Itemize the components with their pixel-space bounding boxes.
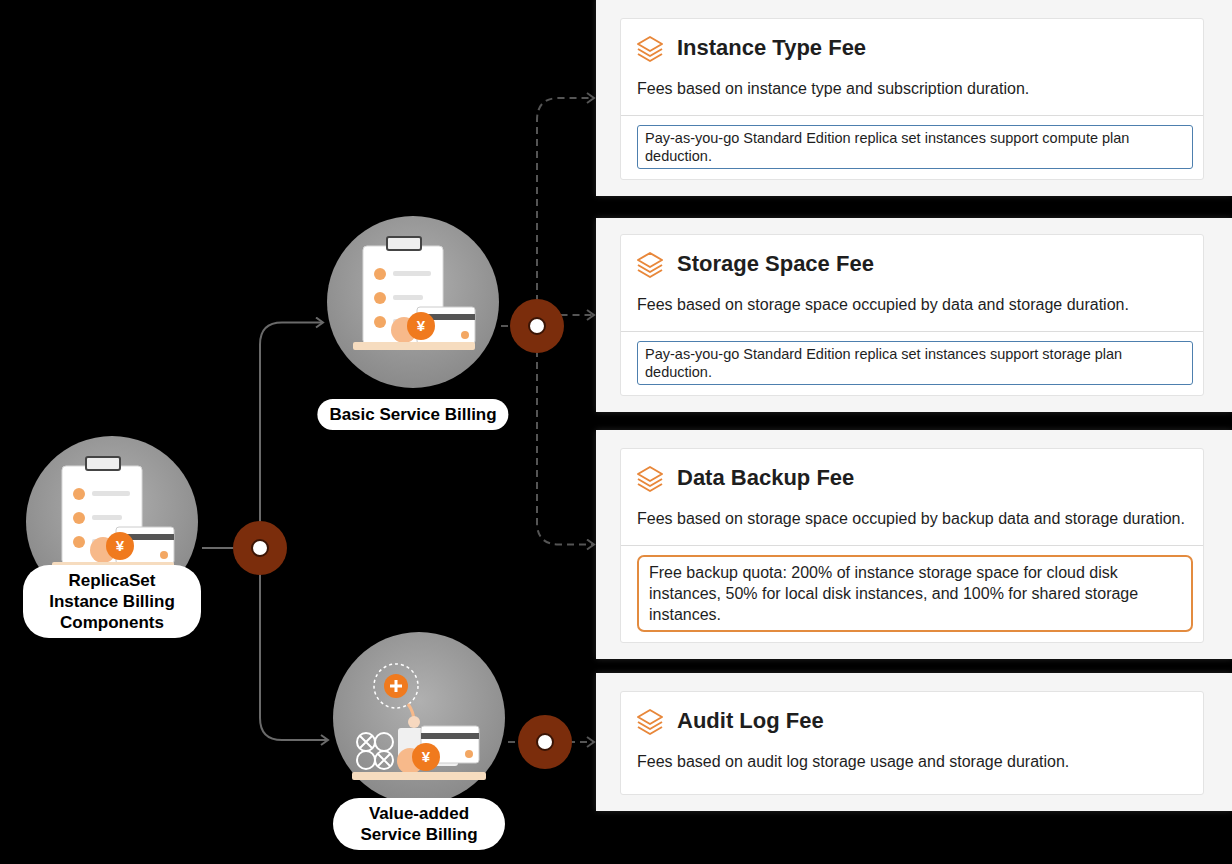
fee-title: Storage Space Fee [677, 251, 874, 277]
currency-symbol: ¥ [407, 312, 435, 340]
connector [501, 98, 594, 326]
fee-title: Data Backup Fee [677, 465, 854, 491]
billing-illustration [327, 216, 499, 388]
fee-title: Instance Type Fee [677, 35, 866, 61]
fee-title: Audit Log Fee [677, 708, 824, 734]
title-row: Instance Type Fee [621, 19, 1203, 63]
layers-icon [635, 33, 665, 63]
connector [202, 323, 323, 549]
separator-line [621, 331, 1203, 332]
title-row: Data Backup Fee [621, 449, 1203, 493]
connector [501, 326, 594, 545]
note-area: Pay-as-you-go Standard Edition replica s… [621, 332, 1203, 395]
fee-panel: Data Backup FeeFees based on storage spa… [596, 430, 1232, 659]
fee-panel: Audit Log FeeFees based on audit log sto… [596, 673, 1232, 811]
node-label-pill: Basic Service Billing [317, 399, 508, 430]
layers-icon [635, 249, 665, 279]
layers-icon [635, 463, 665, 493]
fee-description: Fees based on audit log storage usage an… [621, 736, 1203, 794]
separator-line [621, 545, 1203, 546]
fee-description: Fees based on instance type and subscrip… [621, 63, 1203, 115]
note-text: Free backup quota: 200% of instance stor… [649, 564, 1138, 623]
fee-card: Audit Log FeeFees based on audit log sto… [620, 691, 1204, 795]
note-area: Free backup quota: 200% of instance stor… [621, 546, 1203, 642]
junction-dot [518, 715, 572, 769]
junction-dot [233, 521, 287, 575]
fee-description: Fees based on storage space occupied by … [621, 493, 1203, 545]
node-label-pill: Value-added Service Billing [333, 798, 505, 850]
value-added-illustration [333, 632, 505, 804]
icon-node: ReplicaSet Instance Billing Components [22, 438, 202, 638]
fee-card: Instance Type FeeFees based on instance … [620, 18, 1204, 180]
note-box: Pay-as-you-go Standard Edition replica s… [637, 341, 1193, 385]
icon-node: Value-added Service Billing [330, 630, 508, 850]
title-row: Storage Space Fee [621, 235, 1203, 279]
fee-panel: Storage Space FeeFees based on storage s… [596, 218, 1232, 412]
currency-symbol: ¥ [106, 532, 134, 560]
fee-panel: Instance Type FeeFees based on instance … [596, 0, 1232, 196]
fee-card: Storage Space FeeFees based on storage s… [620, 234, 1204, 396]
fee-card: Data Backup FeeFees based on storage spa… [620, 448, 1204, 643]
junction-dot [510, 299, 564, 353]
icon-node: Basic Service Billing [325, 215, 501, 430]
note-area: Pay-as-you-go Standard Edition replica s… [621, 116, 1203, 179]
note-text: Pay-as-you-go Standard Edition replica s… [645, 130, 1129, 164]
separator-line [621, 115, 1203, 116]
note-box: Pay-as-you-go Standard Edition replica s… [637, 125, 1193, 169]
title-row: Audit Log Fee [621, 692, 1203, 736]
connector [202, 548, 328, 740]
fee-description: Fees based on storage space occupied by … [621, 279, 1203, 331]
node-label-pill: ReplicaSet Instance Billing Components [23, 565, 201, 638]
currency-symbol: ¥ [412, 743, 440, 771]
note-box: Free backup quota: 200% of instance stor… [637, 555, 1193, 632]
note-text: Pay-as-you-go Standard Edition replica s… [645, 346, 1122, 380]
layers-icon [635, 706, 665, 736]
